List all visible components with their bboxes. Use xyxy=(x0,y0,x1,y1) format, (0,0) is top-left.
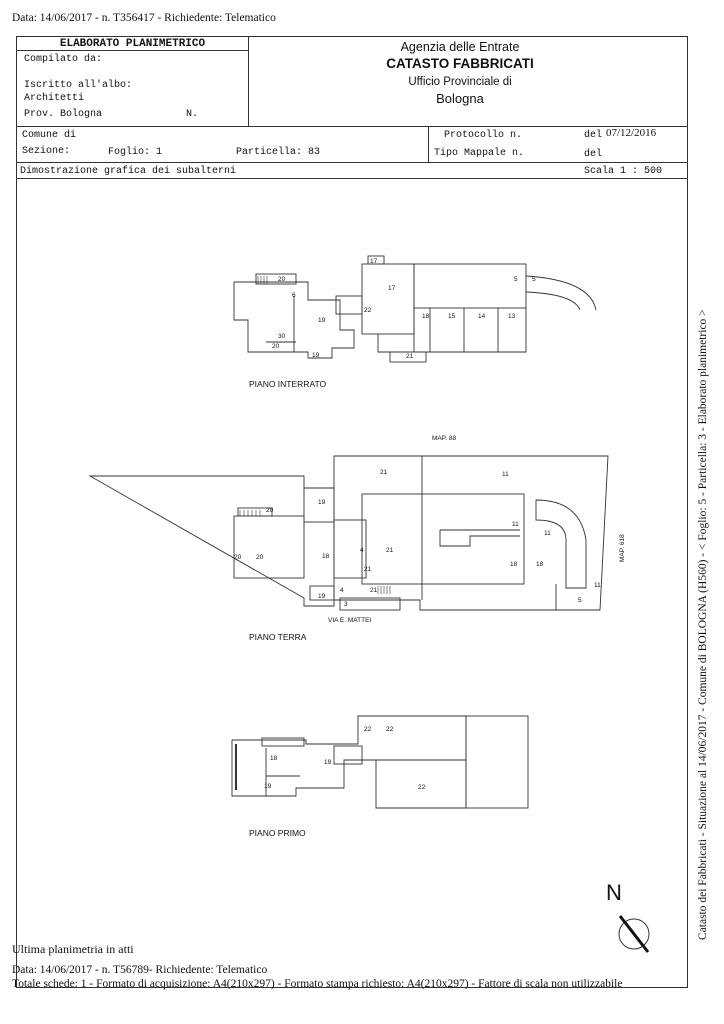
label-piano-terra: PIANO TERRA xyxy=(249,632,307,642)
box-divider xyxy=(248,36,249,126)
label-via: VIA E. MATTEI xyxy=(328,617,371,624)
room-number: 18 xyxy=(510,561,518,568)
north-arrow-icon xyxy=(618,915,650,953)
del-label-2: del xyxy=(584,149,603,160)
del-label-1: del xyxy=(584,130,603,141)
elaborato-title: ELABORATO PLANIMETRICO xyxy=(59,38,206,50)
architetti-label: Architetti xyxy=(24,93,85,104)
room-number: 17 xyxy=(370,258,378,265)
room-number: 22 xyxy=(386,726,394,733)
room-number: 4 xyxy=(360,547,364,554)
room-number: 18 xyxy=(270,755,278,762)
room-number: 18 xyxy=(322,553,330,560)
north-label: N xyxy=(606,880,622,905)
room-number: 6 xyxy=(292,292,296,299)
room-number: 20 xyxy=(234,554,242,561)
room-number: 4 xyxy=(340,587,344,594)
room-number: 21 xyxy=(406,353,414,360)
label-piano-primo: PIANO PRIMO xyxy=(249,828,306,838)
comune-label: Comune di xyxy=(22,130,77,141)
room-number: 19 xyxy=(264,783,272,790)
agency-name: Agenzia delle Entrate xyxy=(400,40,520,54)
room-number: 11 xyxy=(512,521,519,528)
room-number: 18 xyxy=(422,313,430,320)
room-number: 5 xyxy=(514,276,518,283)
room-number: 11 xyxy=(502,471,509,478)
info-divider xyxy=(428,126,429,162)
room-number: 14 xyxy=(478,313,486,320)
room-number: 15 xyxy=(448,313,456,320)
prov-label: Prov. Bologna xyxy=(24,109,103,120)
room-number: 30 xyxy=(278,333,286,340)
protocollo-label: Protocollo n. xyxy=(444,130,523,141)
rule-3 xyxy=(16,178,688,179)
compilato-label: Compilato da: xyxy=(24,54,103,65)
prov-number-label: N. xyxy=(186,109,199,120)
room-number: 13 xyxy=(508,313,516,320)
room-number: 11 xyxy=(544,530,551,537)
room-number: 21 xyxy=(370,587,378,594)
room-number: 20 xyxy=(256,554,264,561)
room-number: 18 xyxy=(536,561,544,568)
scale-label: Scala 1 : 500 xyxy=(584,166,663,177)
room-number: 21 xyxy=(386,547,394,554)
room-number: 19 xyxy=(324,759,332,766)
plan-interrato-outline xyxy=(233,255,597,363)
document-frame xyxy=(16,36,688,988)
room-number: 20 xyxy=(278,276,286,283)
box-title-rule xyxy=(16,50,248,51)
room-number: 22 xyxy=(418,784,426,791)
ufficio-label: Ufficio Provinciale di xyxy=(408,76,512,88)
room-number: 19 xyxy=(312,352,320,359)
rule-2 xyxy=(16,162,688,163)
sezione-label: Sezione: xyxy=(22,146,71,157)
plan-terra-outline xyxy=(88,455,609,611)
label-map88: MAP. 88 xyxy=(432,435,456,442)
footer-format-line: Totale schede: 1 - Formato di acquisizio… xyxy=(12,978,623,990)
foglio-label: Foglio: 1 xyxy=(108,147,163,158)
tipo-mappale-label: Tipo Mappale n. xyxy=(434,148,525,159)
plan-primo-outline xyxy=(231,715,529,809)
room-number: 19 xyxy=(318,593,326,600)
particella-label: Particella: 83 xyxy=(236,147,321,158)
room-number: 19 xyxy=(318,317,326,324)
room-number: 20 xyxy=(266,507,274,514)
room-number: 3 xyxy=(344,601,348,608)
room-number: 5 xyxy=(532,276,536,283)
label-piano-interrato: PIANO INTERRATO xyxy=(249,379,327,389)
room-number: 21 xyxy=(380,469,388,476)
protocollo-date: 07/12/2016 xyxy=(606,127,657,139)
iscritto-label: Iscritto all'albo: xyxy=(24,80,133,91)
dimostrazione-label: Dimostrazione grafica dei subalterni xyxy=(20,166,237,177)
room-number: 19 xyxy=(318,499,326,506)
room-number: 5 xyxy=(578,597,582,604)
header-line: Data: 14/06/2017 - n. T356417 - Richiede… xyxy=(12,12,276,24)
label-map618: MAP. 618 xyxy=(619,534,626,562)
ultima-planimetria-note: Ultima planimetria in atti xyxy=(12,942,134,956)
room-number: 11 xyxy=(594,582,601,589)
room-number: 20 xyxy=(272,343,280,350)
room-number: 17 xyxy=(388,285,396,292)
room-number: 22 xyxy=(364,307,372,314)
side-note: Catasto dei Fabbricati - Situazione al 1… xyxy=(697,309,709,940)
city-name: Bologna xyxy=(436,91,484,106)
catasto-title: CATASTO FABBRICATI xyxy=(386,56,534,71)
footer-request-line: Data: 14/06/2017 - n. T56789- Richiedent… xyxy=(12,964,268,976)
room-number: 22 xyxy=(364,726,372,733)
rule-1 xyxy=(16,126,688,127)
room-number: 21 xyxy=(364,566,372,573)
